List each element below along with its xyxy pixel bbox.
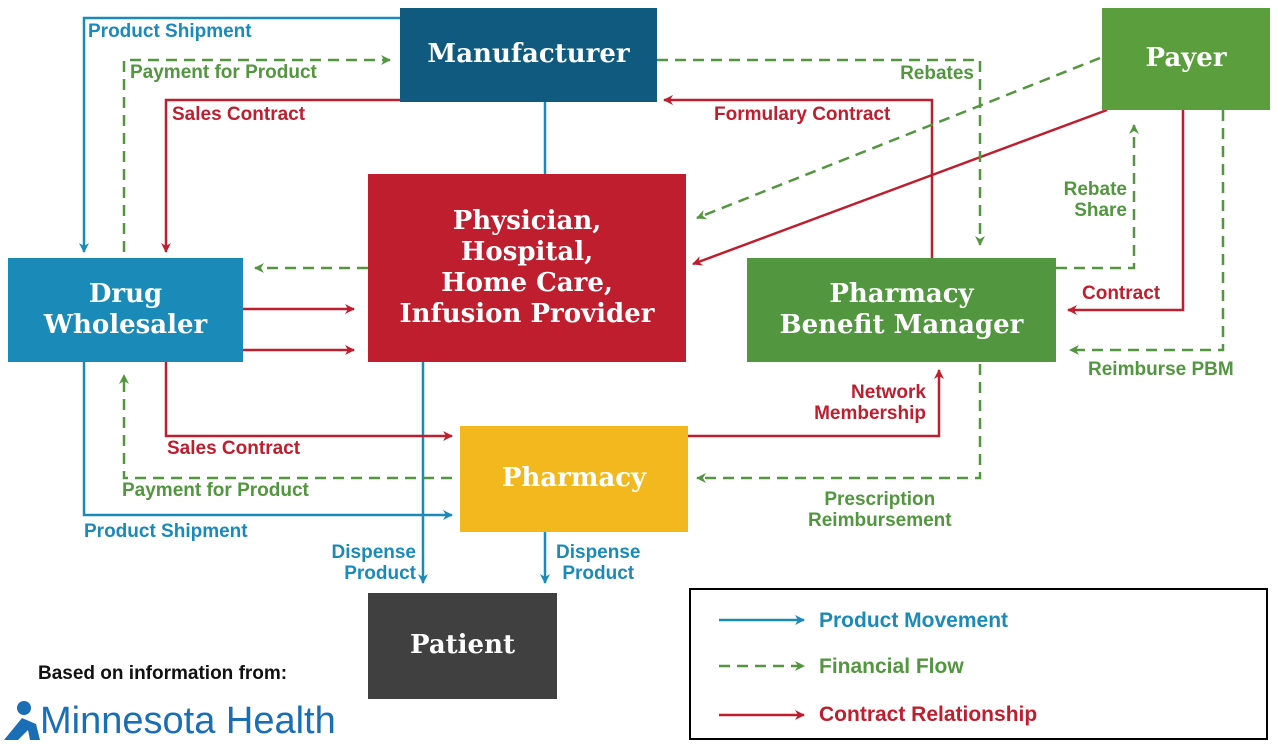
source-logo: Minnesota Health (40, 700, 336, 742)
label-prescription-reimbursement: Prescription Reimbursement (808, 489, 952, 531)
payer-provider-contract-arrow (692, 108, 1108, 266)
payer-provider-financial-arrow (696, 56, 1101, 220)
legend-product-movement: Product Movement (819, 609, 1009, 632)
manufacturer-node: Manufacturer (400, 8, 657, 102)
label-sales-contract-bottom: Sales Contract (167, 438, 301, 459)
provider-node: Physician, Hospital, Home Care, Infusion… (368, 174, 686, 362)
label-payment-for-product-bottom: Payment for Product (122, 480, 309, 501)
prescription-reimbursement-arrow (696, 364, 982, 483)
legend-swatches (719, 615, 805, 720)
label-product-shipment-top: Product Shipment (88, 21, 252, 42)
label-sales-contract-top: Sales Contract (172, 104, 306, 125)
payment-for-product-bottom-arrow (119, 374, 452, 480)
network-membership-arrow (688, 369, 944, 438)
sales-contract-top-arrow (161, 98, 400, 253)
source-caption: Based on information from: (38, 663, 288, 684)
formulary-contract-arrow (663, 95, 934, 258)
person-logo-icon (4, 701, 40, 740)
pbm-node: Pharmacy Benefit Manager (747, 258, 1056, 362)
pharmacy-node: Pharmacy (460, 426, 688, 532)
label-contract: Contract (1082, 283, 1161, 304)
label-reimburse-pbm: Reimburse PBM (1088, 359, 1234, 380)
label-payment-for-product-top: Payment for Product (130, 62, 317, 83)
label-rebate-share: Rebate Share (1063, 179, 1127, 221)
reimburse-pbm-arrow (1069, 110, 1225, 355)
payment-for-product-top-arrow (122, 55, 391, 252)
payer-node: Payer (1102, 8, 1270, 110)
legend-contract-relationship: Contract Relationship (819, 703, 1038, 726)
label-rebates: Rebates (900, 63, 974, 84)
rebate-share-arrow (1056, 124, 1139, 270)
label-dispense-product-left: Dispense Product (331, 542, 416, 584)
product-shipment-top-arrow (79, 16, 400, 253)
legend-financial-flow: Financial Flow (819, 655, 964, 678)
wholesaler-node: Drug Wholesaler (8, 258, 243, 362)
sales-contract-bottom-arrow (164, 362, 453, 441)
legend: Product Movement Financial Flow Contract… (689, 588, 1268, 740)
product-shipment-bottom-arrow (82, 362, 453, 520)
label-network-membership: Network Membership (814, 382, 926, 424)
label-formulary-contract: Formulary Contract (714, 104, 891, 125)
payer-pbm-contract-arrow (1067, 110, 1185, 315)
label-product-shipment-bottom: Product Shipment (84, 521, 248, 542)
patient-node: Patient (368, 593, 557, 699)
label-dispense-product-right: Dispense Product (556, 542, 641, 584)
